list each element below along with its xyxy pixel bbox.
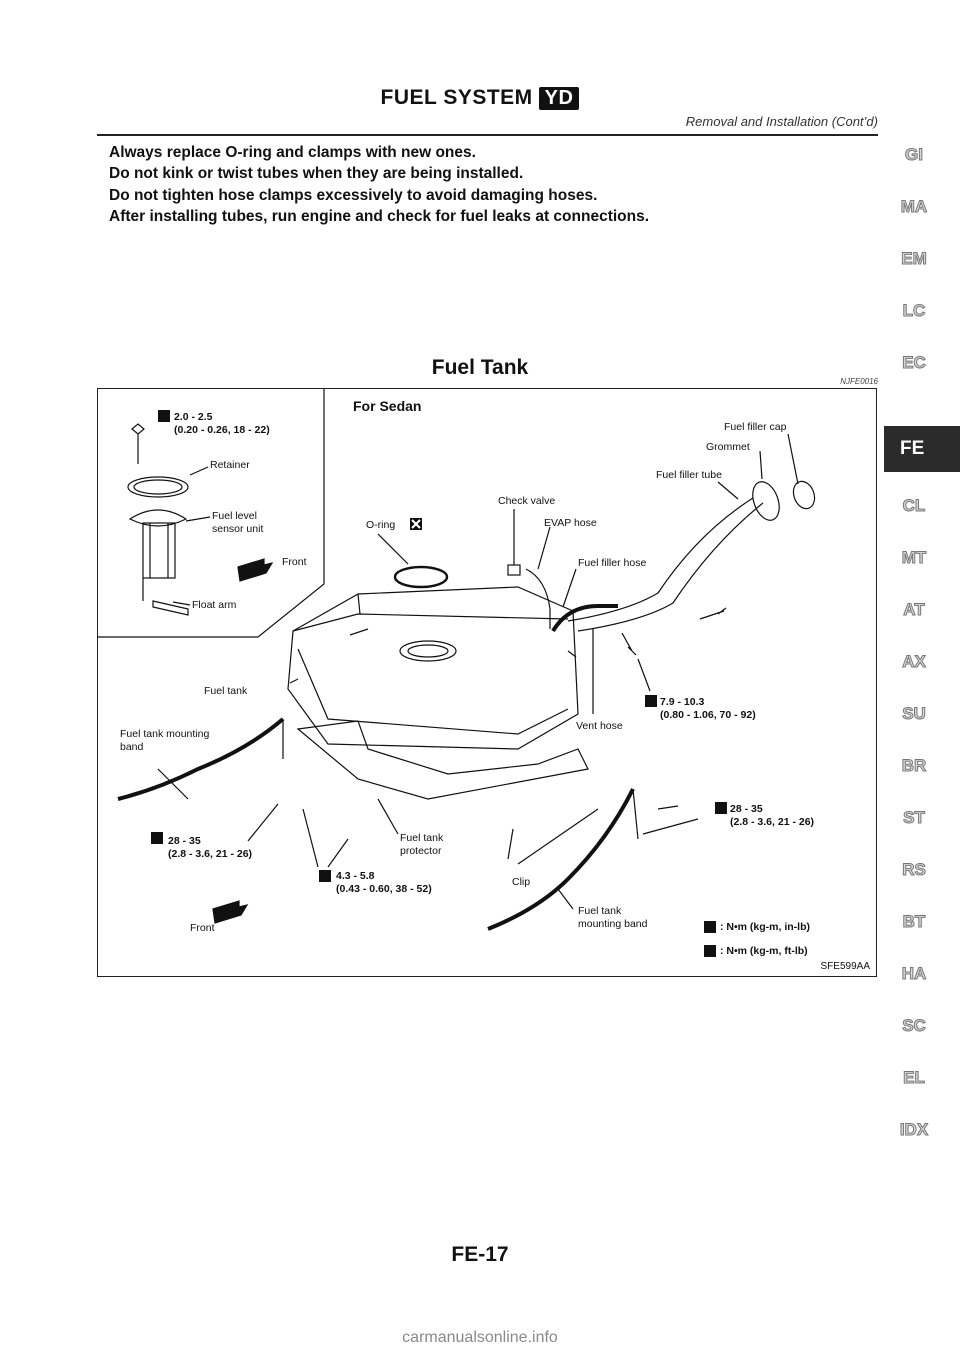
label-fuel-tank: Fuel tank [204,685,248,697]
legend-ftlb: : N•m (kg-m, ft-lb) [720,945,808,957]
side-tab-el[interactable]: EL [903,1068,926,1088]
side-tab-ma[interactable]: MA [900,197,928,217]
torque-icon-filler [645,695,657,707]
label-float-arm: Float arm [192,599,237,611]
legend-inlb: : N•m (kg-m, in-lb) [720,921,810,933]
label-vent-hose: Vent hose [576,720,623,732]
mounting-band-left [117,717,285,801]
mounting-band-right [487,788,635,931]
side-tab-bt[interactable]: BT [902,912,926,932]
engine-code-badge: YD [538,87,580,110]
evap-hose [525,568,551,629]
figure-title: For Sedan [353,398,422,414]
side-tab-cl[interactable]: CL [902,496,926,516]
figure-id: SFE599AA [820,961,870,972]
label-check-valve: Check valve [498,495,556,507]
front-arrow-bottom [212,900,249,924]
bolt-filler-upper [699,607,727,620]
o-ring [393,565,449,589]
fuel-tank-protector [296,720,589,800]
fuel-tank-illustration [98,389,816,957]
torque-icon-top [158,410,170,422]
label-torque-filler: 7.9 - 10.3 (0.80 - 1.06, 70 - 92) [660,696,756,721]
fuel-tank-diagram: For Sedan 2.0 - 2.5 (0.20 - 0.26, 18 - 2… [97,388,877,977]
side-tab-at[interactable]: AT [903,600,925,620]
retainer-ring [127,476,189,498]
page-subtitle: Removal and Installation (Cont’d) [685,114,878,129]
label-fuel-filler-hose: Fuel filler hose [578,557,647,569]
label-fuel-filler-cap: Fuel filler cap [724,421,787,433]
side-tab-ax[interactable]: AX [902,652,927,672]
torque-icon-band-left [151,832,163,844]
torque-icon-band-right [715,802,727,814]
side-tab-br[interactable]: BR [901,756,927,776]
bolt-filler-lower [621,632,637,656]
sensor-unit-body [142,522,176,579]
side-tab-lc[interactable]: LC [902,301,926,321]
front-arrow-top [237,558,274,582]
label-clip: Clip [512,876,531,888]
page-number: FE-17 [451,1243,509,1266]
label-torque-band-left: 28 - 35 (2.8 - 3.6, 21 - 26) [168,835,253,860]
legend-icon-ftlb [704,945,716,957]
side-tab-st[interactable]: ST [903,808,926,828]
label-mounting-band-right: Fuel tank mounting band [578,905,648,930]
label-front-top: Front [282,556,307,568]
torque-icon-protector [319,870,331,882]
side-tab-mt[interactable]: MT [901,548,927,568]
note-item: After installing tubes, run engine and c… [109,207,650,225]
caution-notes: Always replace O-ring and clamps with ne… [109,142,649,227]
section-code: NJFE0016 [840,377,878,386]
check-valve [507,564,521,576]
label-fuel-tank-protector: Fuel tank protector [400,832,444,857]
inset-divider [98,389,325,638]
bolt-top [131,423,145,464]
watermark: carmanualsonline.info [402,1329,558,1346]
side-tab-fe-active[interactable]: FE [884,426,960,472]
side-tab-gi[interactable]: GI [905,145,924,165]
side-tab-ha[interactable]: HA [901,964,927,984]
sensor-unit-flange [128,509,188,527]
side-tab-em[interactable]: EM [901,249,928,269]
side-tab-sc[interactable]: SC [902,1016,927,1036]
label-o-ring: O-ring [366,519,396,531]
label-fuel-filler-tube: Fuel filler tube [656,469,722,481]
float-arm [152,600,189,616]
side-tab-su[interactable]: SU [902,704,927,724]
side-tab-rs[interactable]: RS [902,860,927,880]
note-item: Always replace O-ring and clamps with ne… [109,144,476,161]
note-item: Do not kink or twist tubes when they are… [109,165,524,183]
side-tab-idx[interactable]: IDX [899,1120,929,1140]
label-evap-hose: EVAP hose [544,517,597,529]
note-item: Do not tighten hose clamps excessively t… [109,186,598,204]
legend-icon-inlb [704,921,716,933]
header-rule [97,134,878,136]
grommet [752,481,780,521]
fuel-tank-body [287,586,579,750]
label-torque-top: 2.0 - 2.5 (0.20 - 0.26, 18 - 22) [174,411,270,436]
fuel-filler-tube [567,497,754,622]
pump-opening [399,640,457,662]
label-mounting-band-left: Fuel tank mounting band [120,728,210,753]
label-torque-band-right: 28 - 35 (2.8 - 3.6, 21 - 26) [730,803,815,828]
label-retainer: Retainer [210,459,250,471]
label-fuel-level-sensor: Fuel level sensor unit [212,510,264,535]
label-front-bottom: Front [190,922,215,934]
label-torque-protector: 4.3 - 5.8 (0.43 - 0.60, 38 - 52) [336,870,432,895]
fuel-filler-hose [551,604,618,633]
section-name: FUEL SYSTEM [380,86,533,109]
section-heading: Fuel Tank [431,356,529,379]
label-grommet: Grommet [706,441,750,453]
fuel-filler-cap [792,480,816,510]
side-tab-ec[interactable]: EC [902,353,927,373]
